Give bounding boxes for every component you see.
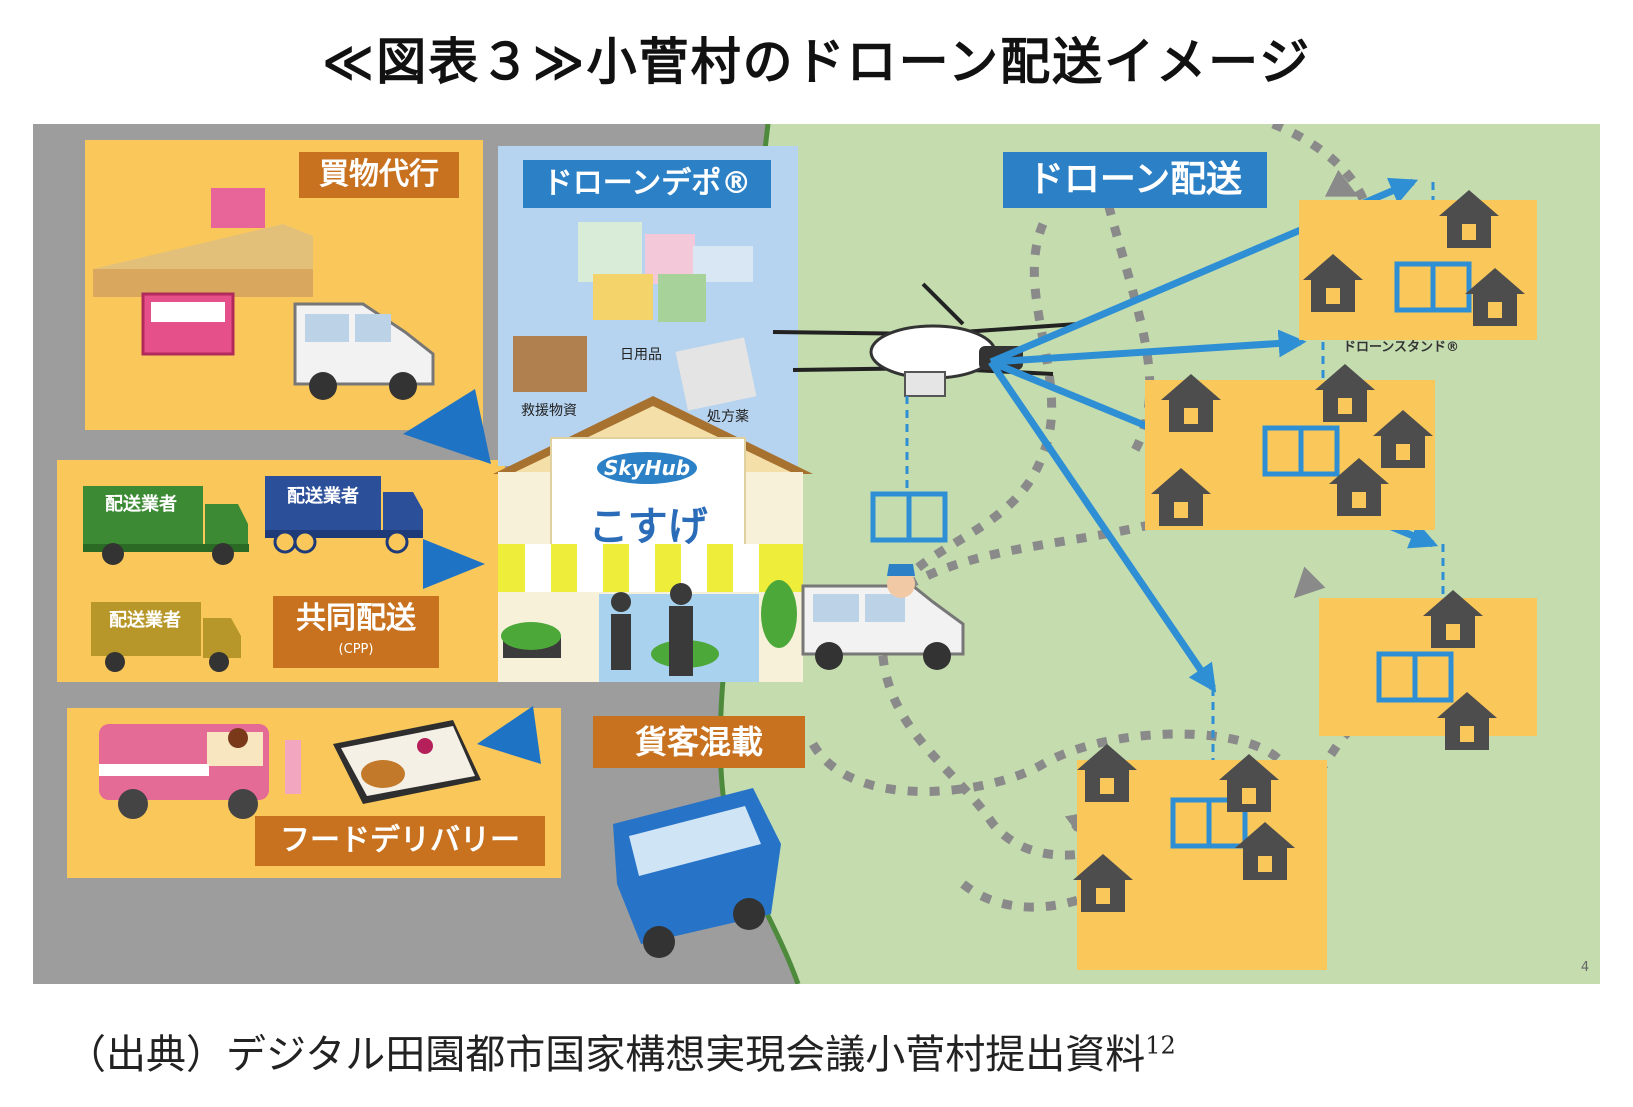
people (611, 583, 693, 676)
source-footnote: 12 (1145, 1031, 1176, 1060)
diagram-panel: 買物代行 ドローンデポ® ドローン配送 日用品 救援物資 処方薬 SkyHub … (33, 124, 1600, 984)
joint-delivery-text: 共同配送 (296, 601, 416, 636)
carrier-label-3: 配送業者 (109, 610, 181, 631)
supermarket-illustration (93, 188, 313, 356)
drone-depot-label: ドローンデポ® (523, 160, 771, 208)
bento-box (333, 720, 481, 804)
arrow-from-shopping (403, 389, 491, 464)
village-area-3 (1319, 598, 1537, 736)
shopping-proxy-label: 買物代行 (299, 152, 459, 198)
drone-delivery-label: ドローン配送 (1003, 152, 1267, 208)
white-van-1 (293, 302, 435, 400)
daily-goods-label: 日用品 (620, 347, 662, 363)
food-delivery-label: フードデリバリー (255, 816, 545, 866)
truck-olive (91, 602, 241, 672)
prescription-label: 処方薬 (707, 409, 749, 425)
depot-goods (513, 222, 757, 411)
store-logo: SkyHub (603, 456, 691, 480)
arrow-from-joint (423, 539, 485, 589)
carrier-label-2: 配送業者 (287, 486, 359, 507)
page-title: ≪図表３≫小菅村のドローン配送イメージ (321, 33, 1312, 91)
mixed-transport-label: 貨客混載 (593, 716, 805, 768)
joint-delivery-label: 共同配送 (CPP) (273, 596, 439, 668)
arrow-from-food (477, 706, 541, 764)
source-text: （出典）デジタル田園都市国家構想実現会議小菅村提出資料 (66, 1032, 1146, 1078)
truck-blue (265, 476, 423, 554)
white-van-2 (801, 564, 965, 670)
food-truck (99, 724, 301, 819)
store-name: こすげ (588, 504, 708, 550)
drone-stand-label: ドローンスタンド® (1342, 340, 1460, 355)
bus (613, 788, 781, 958)
truck-green (83, 486, 249, 565)
page-mark: 4 (1580, 960, 1590, 975)
relief-supplies-label: 救援物資 (521, 403, 577, 419)
joint-delivery-sub: (CPP) (338, 642, 374, 657)
diagram-graphics (57, 124, 1600, 984)
carrier-label-1: 配送業者 (105, 494, 177, 515)
source-caption: （出典）デジタル田園都市国家構想実現会議小菅村提出資料12 (66, 1022, 1176, 1080)
